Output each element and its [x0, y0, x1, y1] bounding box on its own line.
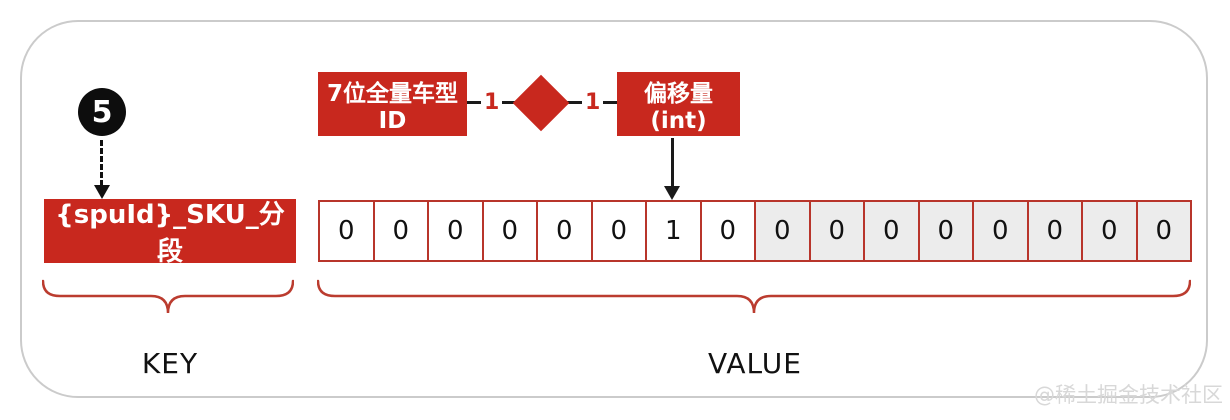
arrow-down-icon [664, 186, 680, 200]
bit-cell: 0 [590, 200, 647, 262]
bit-array: 0 0 0 0 0 0 1 0 0 0 0 0 0 0 0 0 [318, 200, 1192, 262]
bit-cell: 0 [372, 200, 429, 262]
bit-cell: 0 [754, 200, 811, 262]
bit-cell: 0 [1026, 200, 1083, 262]
entity-offset-box: 偏移量(int) [617, 72, 740, 136]
key-brace-icon [42, 279, 294, 314]
bit-cell: 0 [917, 200, 974, 262]
value-section-label: VALUE [708, 347, 802, 380]
bit-cell: 0 [427, 200, 484, 262]
bit-cell: 0 [318, 200, 375, 262]
bit-cell: 0 [1081, 200, 1138, 262]
key-section-label: KEY [141, 347, 199, 380]
redis-key-box: {spuId}_SKU_分段 [44, 199, 296, 267]
offset-arrow-line [671, 138, 674, 189]
step-badge: 5 [78, 88, 126, 136]
bit-cell-set: 1 [645, 200, 702, 262]
bit-cell: 0 [481, 200, 538, 262]
bit-cell: 0 [1135, 200, 1192, 262]
bit-cell: 0 [699, 200, 756, 262]
dashed-connector-line [100, 140, 103, 186]
entity-vehicle-id-box: 7位全量车型ID [318, 72, 467, 136]
bit-cell: 0 [972, 200, 1029, 262]
bit-cell: 0 [863, 200, 920, 262]
value-brace-icon [317, 279, 1191, 314]
bit-cell: 0 [536, 200, 593, 262]
bit-cell: 0 [808, 200, 865, 262]
arrow-down-icon [94, 185, 110, 199]
cardinality-right: 1 [582, 90, 604, 116]
watermark: @稀土掘金技术社区 [1034, 383, 1223, 407]
cardinality-left: 1 [481, 90, 503, 116]
